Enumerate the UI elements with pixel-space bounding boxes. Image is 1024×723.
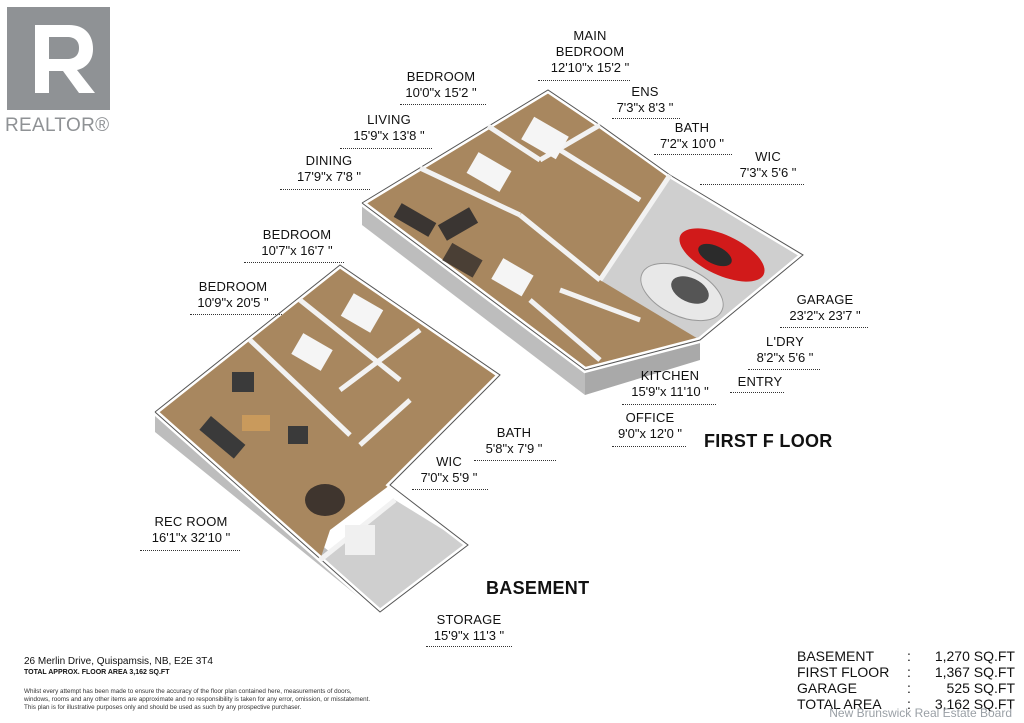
realtor-wordmark: REALTOR® xyxy=(5,115,110,136)
property-address: 26 Merlin Drive, Quispamsis, NB, E2E 3T4 xyxy=(24,656,213,667)
room-label-rec-room: REC ROOM 16'1"x 32'10 " xyxy=(151,514,231,545)
room-label-laundry: L'DRY 8'2"x 5'6 " xyxy=(756,334,814,365)
leader-line xyxy=(622,404,716,405)
area-row-garage: GARAGE : 525 SQ.FT xyxy=(797,680,1015,696)
area-label: GARAGE xyxy=(797,680,857,696)
basement-plan xyxy=(153,261,505,616)
area-value: 1,270 SQ.FT xyxy=(934,648,1015,664)
leader-line xyxy=(538,80,630,81)
room-label-bedroom-b2: BEDROOM 10'9"x 20'5 " xyxy=(197,279,269,310)
room-label-entry: ENTRY xyxy=(737,374,783,389)
room-label-bath-basement: BATH 5'8"x 7'9 " xyxy=(485,425,543,456)
leader-line xyxy=(654,154,732,155)
area-value: 3,162 SQ.FT xyxy=(934,696,1015,712)
leader-line xyxy=(412,489,488,490)
room-label-dining: DINING 17'9"x 7'8 " xyxy=(296,153,362,184)
room-label-living: LIVING 15'9"x 13'8 " xyxy=(353,112,425,143)
leader-line xyxy=(612,446,686,447)
first-floor-title: FIRST F LOOR xyxy=(704,431,833,451)
total-floor-area-note: TOTAL APPROX. FLOOR AREA 3,162 SQ.FT xyxy=(24,669,170,676)
leader-line xyxy=(748,369,820,370)
area-row-first-floor: FIRST FLOOR : 1,367 SQ.FT xyxy=(797,664,1015,680)
board-watermark: New Brunswick Real Estate Board xyxy=(829,706,1012,720)
area-separator: : xyxy=(907,680,911,696)
room-label-bath-first: BATH 7'2"x 10'0 " xyxy=(659,120,725,151)
room-label-wic-basement: WIC 7'0"x 5'9 " xyxy=(420,454,478,485)
leader-line xyxy=(340,148,432,149)
disclaimer: Whilst every attempt has been made to en… xyxy=(24,688,424,713)
leader-line xyxy=(700,184,804,185)
room-label-kitchen: KITCHEN 15'9"x 11'10 " xyxy=(631,368,709,399)
area-value: 1,367 SQ.FT xyxy=(934,664,1015,680)
room-label-office: OFFICE 9'0"x 12'0 " xyxy=(617,410,683,441)
area-value: 525 SQ.FT xyxy=(946,680,1015,696)
area-row-basement: BASEMENT : 1,270 SQ.FT xyxy=(797,648,1015,664)
first-floor-plan xyxy=(360,86,809,395)
area-separator: : xyxy=(907,664,911,680)
disclaimer-line: Whilst every attempt has been made to en… xyxy=(24,688,352,695)
leader-line xyxy=(612,118,680,119)
area-separator: : xyxy=(907,648,911,664)
area-label: FIRST FLOOR xyxy=(797,664,890,680)
disclaimer-line: This plan is for illustrative purposes o… xyxy=(24,704,302,712)
room-label-garage: GARAGE 23'2"x 23'7 " xyxy=(789,292,861,323)
leader-line xyxy=(400,104,486,105)
room-label-main-bedroom: MAIN BEDROOM 12'10"x 15'2 " xyxy=(550,28,630,75)
area-row-total: TOTAL AREA : 3,162 SQ.FT xyxy=(797,696,1015,712)
leader-line xyxy=(190,314,282,315)
leader-line xyxy=(280,189,370,190)
area-label: TOTAL AREA xyxy=(797,696,882,712)
disclaimer-line: windows, rooms and any other items are a… xyxy=(24,696,371,704)
room-label-bedroom-upper: BEDROOM 10'0"x 15'2 " xyxy=(405,69,477,100)
leader-line xyxy=(780,327,868,328)
leader-line xyxy=(140,550,240,551)
area-separator: : xyxy=(907,696,911,712)
room-label-storage: STORAGE 15'9"x 11'3 " xyxy=(433,612,505,643)
room-label-bedroom-b1: BEDROOM 10'7"x 16'7 " xyxy=(261,227,333,258)
basement-title: BASEMENT xyxy=(486,578,590,598)
area-summary-table: BASEMENT : 1,270 SQ.FT FIRST FLOOR : 1,3… xyxy=(797,648,1015,712)
realtor-logo-icon[interactable] xyxy=(7,7,110,110)
leader-line xyxy=(474,460,556,461)
leader-line xyxy=(244,262,344,263)
leader-line xyxy=(730,392,784,393)
room-label-wic-first: WIC 7'3"x 5'6 " xyxy=(739,149,797,180)
leader-line xyxy=(426,646,512,647)
area-label: BASEMENT xyxy=(797,648,875,664)
room-label-ens: ENS 7'3"x 8'3 " xyxy=(616,84,674,115)
